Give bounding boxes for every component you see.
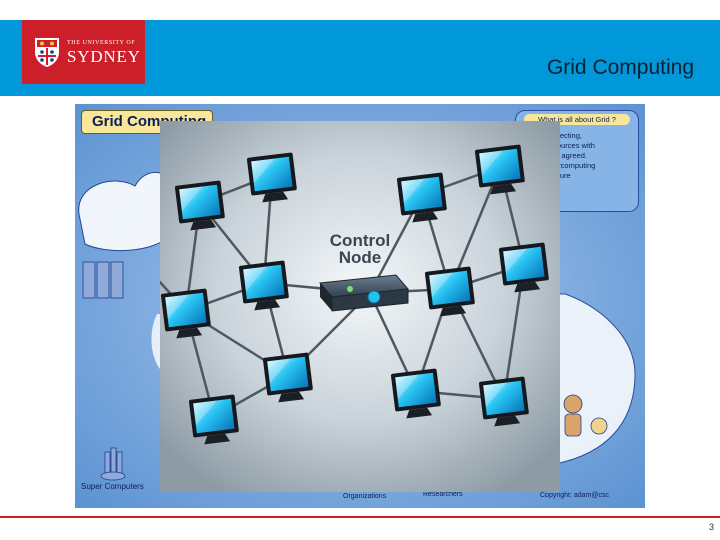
monitor-icon — [478, 376, 529, 427]
monitor-icon — [390, 368, 441, 419]
monitor-icon — [424, 266, 475, 317]
footer-line — [0, 516, 720, 518]
monitor-icon — [474, 144, 525, 195]
network-diagram: Control Node — [160, 121, 560, 492]
page-number: 3 — [708, 522, 714, 532]
power-button-icon — [367, 290, 381, 304]
researchers-label: Researchers — [423, 491, 463, 498]
computer-nodes — [160, 144, 549, 445]
university-logo: THE UNIVERSITY OF SYDNEY — [22, 20, 145, 84]
researcher-icon — [563, 394, 583, 437]
control-node-label-line2: Node — [339, 248, 382, 267]
control-node-label-line1: Control — [330, 231, 390, 250]
slide-title: Grid Computing — [546, 56, 694, 79]
logo-line-small: THE UNIVERSITY OF — [67, 39, 136, 46]
logo-line-big: SYDNEY — [67, 46, 141, 66]
status-led-icon — [347, 286, 353, 292]
server-rack-icon — [82, 261, 124, 299]
crest-icon — [35, 38, 59, 67]
monitor-icon — [238, 260, 289, 311]
monitor-icon — [396, 172, 447, 223]
monitor-icon — [246, 152, 297, 203]
organizations-label: Organizations — [343, 493, 387, 500]
monitor-icon — [160, 288, 211, 339]
copyright-label: Copyright: adam@csc — [540, 492, 609, 499]
monitor-icon — [262, 352, 313, 403]
supercomputer-icon — [100, 447, 126, 481]
monitor-icon — [188, 394, 239, 445]
super-computers-label: Super Computers — [81, 482, 144, 491]
monitor-icon — [174, 180, 225, 231]
info-box-title: What is all about Grid ? — [524, 114, 630, 125]
monitor-icon — [498, 242, 549, 293]
control-node — [319, 274, 409, 312]
